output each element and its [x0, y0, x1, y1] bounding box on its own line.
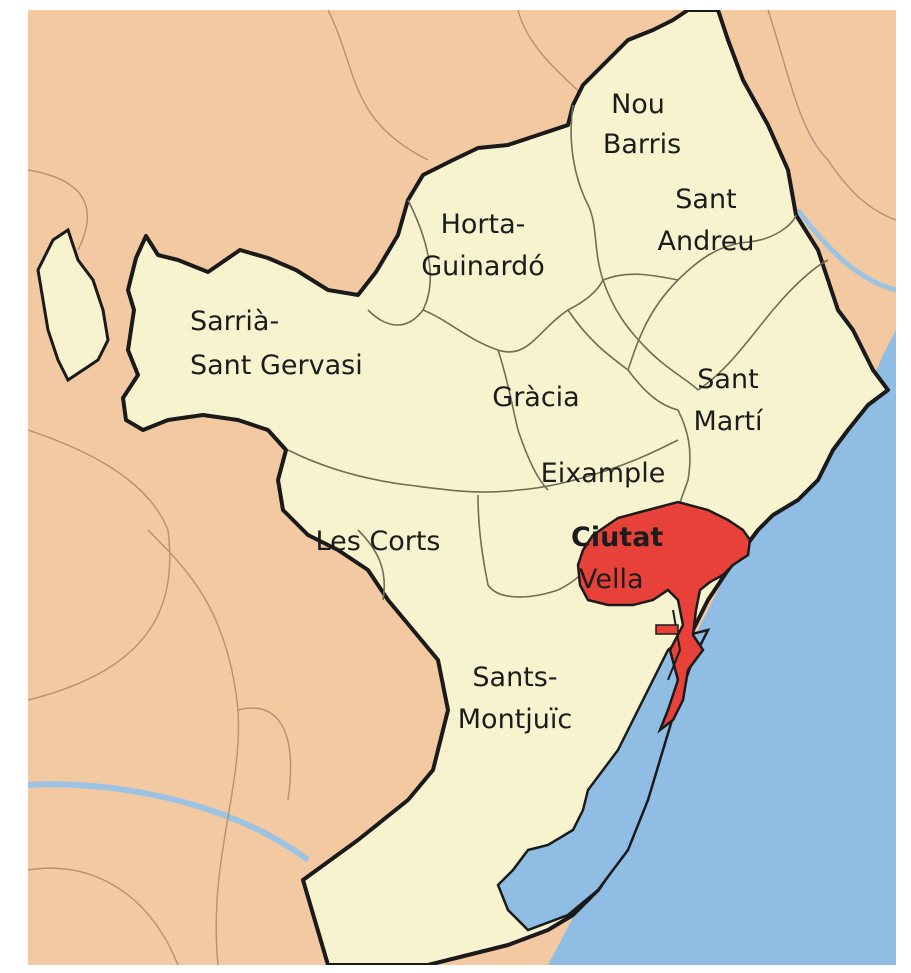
- label-sant-marti[interactable]: Sant: [697, 364, 758, 395]
- label-horta-guinardo-line2[interactable]: Guinardó: [421, 251, 544, 282]
- label-sant-andreu-line2[interactable]: Andreu: [658, 226, 755, 257]
- western-enclave: [36, 227, 110, 383]
- label-sarria-sant-gervasi[interactable]: Sarrià-: [190, 306, 279, 337]
- river-line: [796, 208, 896, 293]
- harbour-pier: [655, 624, 679, 635]
- river-line: [28, 781, 310, 863]
- label-sarria-sant-gervasi-line2[interactable]: Sant Gervasi: [190, 350, 363, 381]
- label-gracia[interactable]: Gràcia: [492, 382, 579, 413]
- label-ciutat-vella-line2[interactable]: Vella: [579, 564, 644, 595]
- label-nou-barris[interactable]: Nou: [611, 89, 665, 120]
- label-les-corts[interactable]: Les Corts: [316, 526, 441, 557]
- barcelona-districts-map: Nou Barris Sant Andreu Horta- Guinardó S…: [28, 10, 896, 965]
- harbour-mole: [667, 609, 682, 681]
- label-sants-montjuic[interactable]: Sants-: [472, 662, 557, 693]
- map-canvas: Nou Barris Sant Andreu Horta- Guinardó S…: [28, 10, 896, 965]
- district-ciutat-vella[interactable]: [576, 500, 752, 734]
- label-eixample[interactable]: Eixample: [541, 458, 666, 489]
- label-ciutat-vella[interactable]: Ciutat: [571, 522, 663, 553]
- outside-border: [28, 10, 896, 965]
- city-area: [121, 10, 890, 965]
- label-horta-guinardo[interactable]: Horta-: [441, 209, 526, 240]
- label-sant-andreu[interactable]: Sant: [675, 184, 736, 215]
- label-sants-montjuic-line2[interactable]: Montjuïc: [458, 704, 572, 735]
- district-labels: Nou Barris Sant Andreu Horta- Guinardó S…: [190, 89, 764, 735]
- label-sant-marti-line2[interactable]: Martí: [693, 406, 764, 437]
- label-nou-barris-line2[interactable]: Barris: [603, 129, 681, 160]
- internal-borders: [287, 104, 829, 601]
